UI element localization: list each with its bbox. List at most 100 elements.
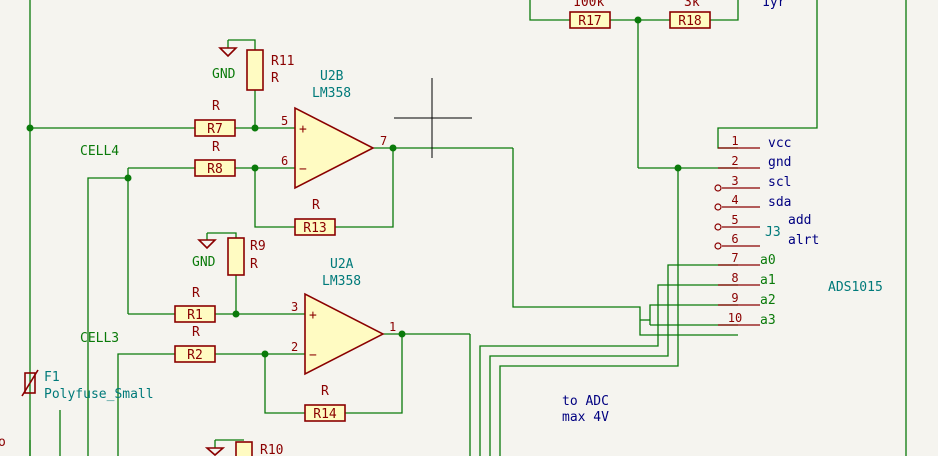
- net-label-a3: a3: [760, 313, 776, 328]
- fuse-ref: F1: [44, 370, 60, 385]
- r11-value: R: [271, 71, 279, 86]
- opamp-u2b[interactable]: 5 6 7 + − U2B LM358: [281, 69, 387, 190]
- unconnected-pin-icon: [714, 203, 722, 211]
- junction-dot: [26, 124, 34, 132]
- pin-name-alrt: alrt: [788, 233, 819, 248]
- pin-number: 3: [731, 174, 738, 188]
- r11-ref: R11: [271, 54, 294, 69]
- junction-dot: [389, 144, 397, 152]
- u2b-pin-minus-num: 6: [281, 154, 288, 168]
- r13-ref: R13: [303, 221, 326, 236]
- r1-ref: R1: [187, 308, 203, 323]
- junction-dot: [232, 310, 240, 318]
- junction-dot: [261, 350, 269, 358]
- note-to-adc: to ADC: [562, 394, 609, 409]
- r10-ref: R10: [260, 443, 283, 456]
- r17-value: 100k: [573, 0, 604, 10]
- pin-name-vcc: vcc: [768, 136, 791, 151]
- r17-ref: R17: [578, 14, 601, 29]
- resistor-r2[interactable]: R2 R: [174, 325, 216, 363]
- gnd-symbol-u2a: GND: [192, 239, 217, 270]
- connector-value: ADS1015: [828, 280, 883, 295]
- pin-number: 4: [731, 193, 738, 207]
- net-label-a0: a0: [760, 253, 776, 268]
- pin-number: 8: [731, 271, 738, 285]
- fuse-slash-icon: [21, 369, 39, 397]
- connector-pin-stubs: [714, 147, 760, 326]
- r13-value: R: [312, 198, 320, 213]
- r7-ref: R7: [207, 122, 223, 137]
- junction-dot: [251, 164, 259, 172]
- r14-ref: R14: [313, 407, 337, 422]
- resistor-r9[interactable]: R9 R: [227, 237, 266, 276]
- r2-value: R: [192, 325, 200, 340]
- unconnected-pin-icon: [714, 223, 722, 231]
- junction-dot: [251, 124, 259, 132]
- resistor-r13[interactable]: R13 R: [294, 198, 336, 236]
- resistor-r10[interactable]: R10: [204, 439, 283, 456]
- r1-value: R: [192, 286, 200, 301]
- resistor-r1[interactable]: R1 R: [174, 286, 216, 323]
- u2a-ref: U2A: [330, 257, 354, 272]
- gnd-symbol-u2b: GND: [212, 47, 238, 82]
- pin-name-gnd: gnd: [768, 155, 791, 170]
- u2b-plus-sign: +: [299, 122, 307, 137]
- u2b-value: LM358: [312, 86, 351, 101]
- r9-value: R: [250, 257, 258, 272]
- net-label-cell3: CELL3: [80, 331, 119, 346]
- r18-value: 3k: [684, 0, 700, 10]
- unconnected-pin-icon: [714, 184, 722, 192]
- u2a-pin-out-num: 1: [389, 320, 396, 334]
- fuse-value: Polyfuse_Small: [44, 387, 154, 402]
- connector-j3[interactable]: 1 2 3 4 5 6 7 8 9 10 vcc gnd scl sda add…: [714, 134, 883, 326]
- u2a-pin-plus-num: 3: [291, 300, 298, 314]
- unconnected-pin-icon: [714, 242, 722, 250]
- gnd-label: GND: [192, 255, 216, 270]
- r8-ref: R8: [207, 162, 223, 177]
- u2b-pin-out-num: 7: [380, 134, 387, 148]
- connector-ref: J3: [765, 225, 781, 240]
- r8-value: R: [212, 140, 220, 155]
- u2b-ref: U2B: [320, 69, 344, 84]
- resistor-r17[interactable]: R17 100k: [569, 0, 611, 29]
- pin-number: 2: [731, 154, 738, 168]
- junction-dot: [674, 164, 682, 172]
- u2b-minus-sign: −: [299, 162, 307, 177]
- wires: [29, 0, 907, 456]
- fragment-text: o: [0, 435, 6, 450]
- net-label-a1: a1: [760, 273, 776, 288]
- crosshair-cursor-icon: [394, 78, 472, 158]
- note-max-voltage: max 4V: [562, 410, 609, 425]
- pin-number: 6: [731, 232, 738, 246]
- resistor-r14[interactable]: R14 R: [304, 384, 346, 422]
- net-label-cell4: CELL4: [80, 144, 119, 159]
- u2b-pin-plus-num: 5: [281, 114, 288, 128]
- fragment-text: 1yr: [762, 0, 786, 10]
- r9-ref: R9: [250, 239, 266, 254]
- resistor-r8[interactable]: R8 R: [194, 140, 236, 177]
- pin-number: 7: [731, 251, 738, 265]
- pin-name-scl: scl: [768, 175, 791, 190]
- fuse-f1[interactable]: F1 Polyfuse_Small: [21, 369, 154, 402]
- junction-dot: [124, 174, 132, 182]
- resistor-r18[interactable]: R18 3k: [669, 0, 711, 29]
- opamp-u2a[interactable]: 3 2 1 + − U2A LM358: [291, 257, 396, 376]
- r7-value: R: [212, 99, 220, 114]
- r18-ref: R18: [678, 14, 701, 29]
- r14-value: R: [321, 384, 329, 399]
- resistor-r7[interactable]: R7 R: [194, 99, 236, 137]
- r2-ref: R2: [187, 348, 203, 363]
- net-label-a2: a2: [760, 293, 776, 308]
- pin-name-add: add: [788, 213, 811, 228]
- pin-name-sda: sda: [768, 195, 791, 210]
- junctions: [26, 16, 682, 358]
- pin-number: 1: [731, 134, 738, 148]
- u2a-plus-sign: +: [309, 308, 317, 323]
- resistor-r11[interactable]: R11 R: [246, 49, 294, 91]
- gnd-label: GND: [212, 67, 236, 82]
- junction-dot: [634, 16, 642, 24]
- pin-number: 9: [731, 291, 738, 305]
- u2a-pin-minus-num: 2: [291, 340, 298, 354]
- junction-dot: [398, 330, 406, 338]
